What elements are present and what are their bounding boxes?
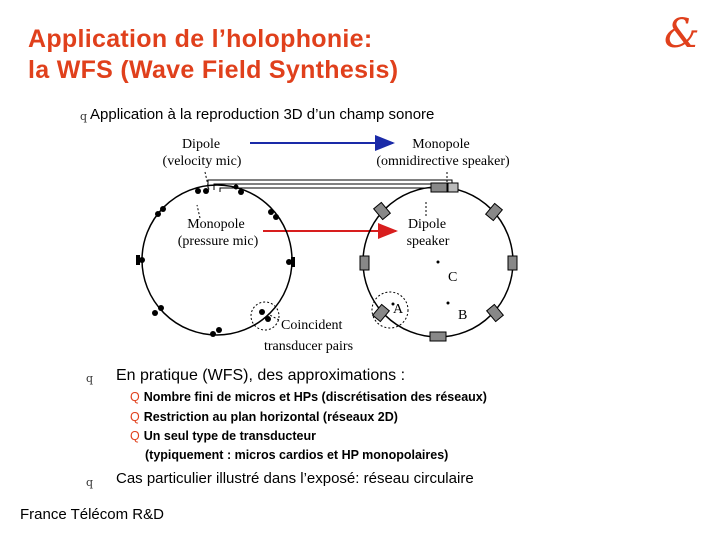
label-velocity-mic: (velocity mic): [163, 154, 242, 169]
label-dipole: Dipole: [182, 137, 220, 152]
label-coincident: Coincident: [281, 318, 343, 333]
coincident-pair-highlight: [250, 301, 280, 331]
bullet-item-3: Cas particulier illustré dans l’exposé: …: [116, 470, 474, 487]
bullet-marker-2: q: [86, 372, 94, 385]
label-point-a: A: [393, 302, 404, 317]
microphone-pairs: [136, 184, 295, 337]
sub-bullet-text: Un seul type de transducteur: [143, 429, 316, 443]
point-a-dot: [391, 302, 395, 306]
label-leader-lines: [196, 171, 448, 321]
label-monopole-mid: Monopole: [187, 217, 245, 232]
sub-bullet-marker: Q: [130, 410, 140, 424]
slide-title-line-2: la WFS (Wave Field Synthesis): [28, 56, 399, 84]
sub-bullet-3-continuation: (typiquement : micros cardios et HP mono…: [145, 448, 449, 462]
point-b-dot: [446, 301, 450, 305]
sub-bullet-text: Nombre fini de micros et HPs (discrétisa…: [143, 390, 487, 404]
sub-bullet-text: Restriction au plan horizontal (réseaux …: [143, 410, 398, 424]
bullet-item-2: En pratique (WFS), des approximations :: [116, 367, 406, 384]
bullet-marker-3: q: [86, 476, 94, 489]
loudspeakers: [359, 182, 518, 342]
sub-bullet-marker: Q: [130, 390, 140, 404]
bullet-marker-1: q: [80, 110, 88, 123]
point-a-highlight: [371, 291, 409, 329]
sub-bullet-marker: Q: [130, 429, 140, 443]
label-dipole-speaker-2: speaker: [407, 234, 450, 249]
label-omni-speaker: (omnidirective speaker): [376, 154, 510, 169]
label-transducer-pairs: transducer pairs: [264, 339, 353, 354]
bullet-item-1: Application à la reproduction 3D d’un ch…: [90, 106, 435, 123]
label-point-c: C: [448, 270, 457, 285]
label-point-b: B: [458, 308, 467, 323]
label-pressure-mic: (pressure mic): [178, 234, 259, 249]
france-telecom-logo-icon: &: [664, 11, 700, 57]
label-dipole-speaker-1: Dipole: [408, 217, 446, 232]
slide-title: Application de l’holophonie: la WFS (Wav…: [28, 24, 398, 86]
point-c-dot: [436, 260, 440, 264]
label-monopole-top: Monopole: [412, 137, 470, 152]
slide-title-line-1: Application de l’holophonie:: [28, 25, 373, 53]
footer-company: France Télécom R&D: [20, 506, 164, 523]
